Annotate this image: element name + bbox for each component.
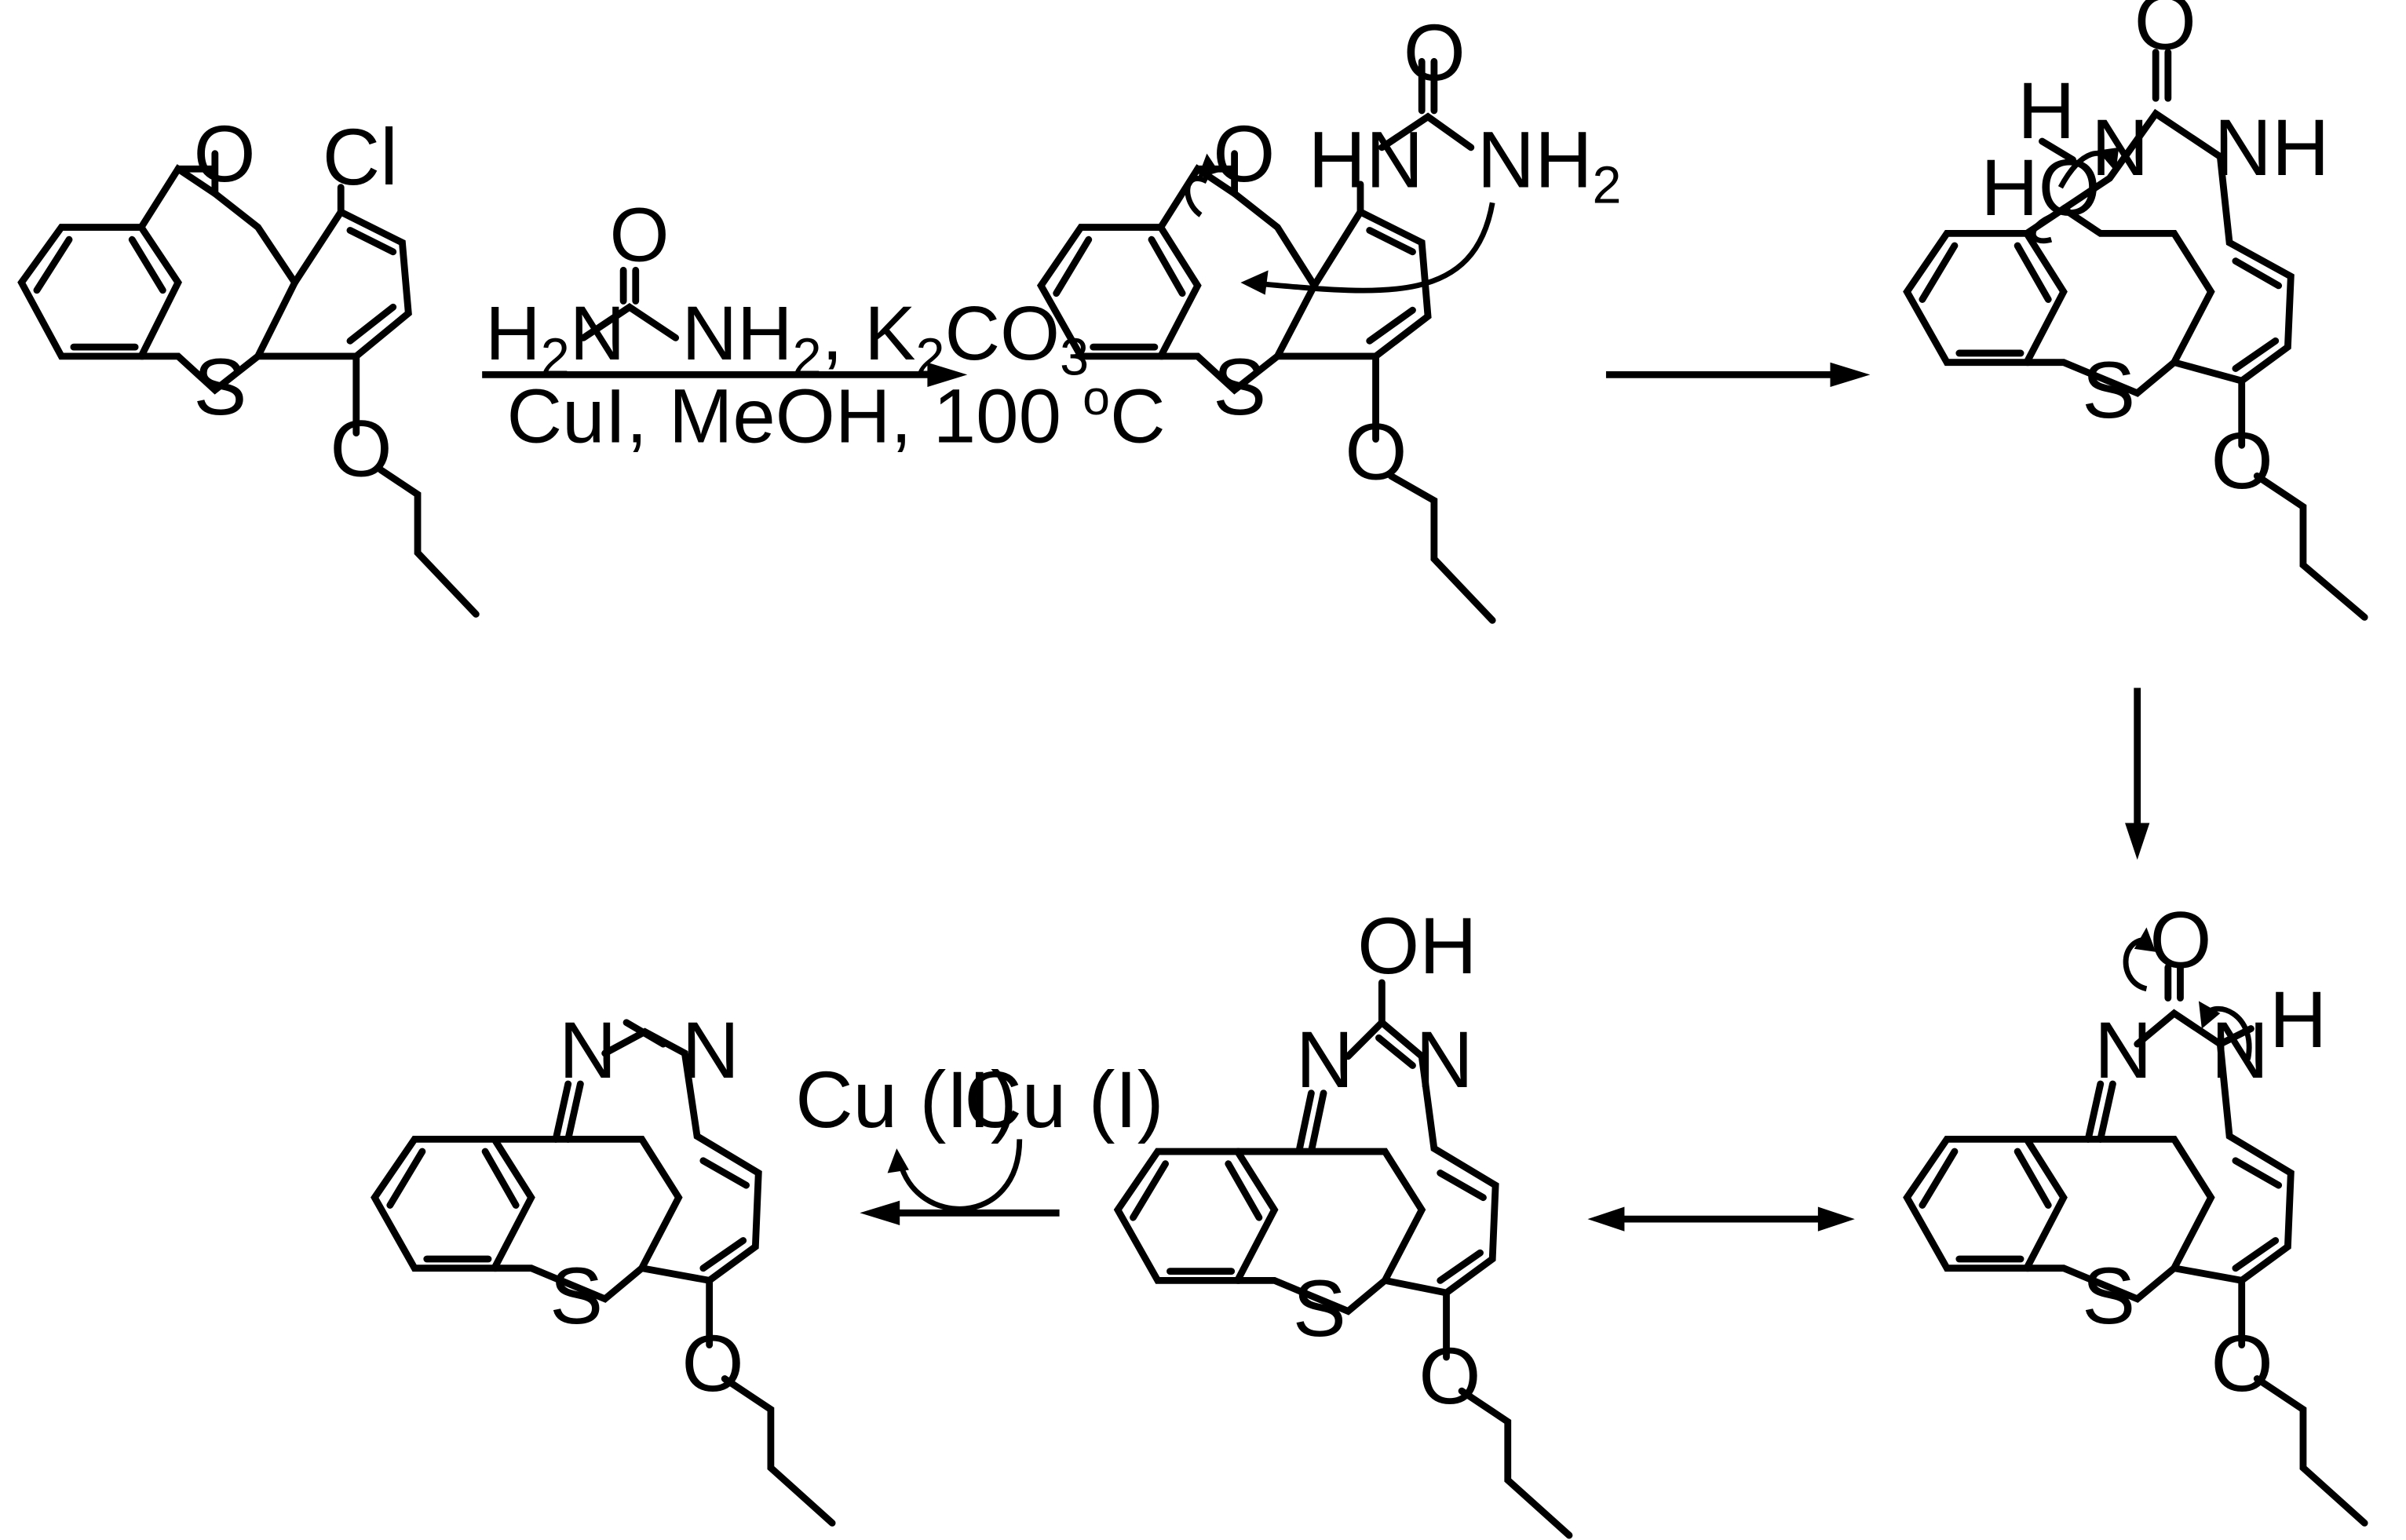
atom-S: S [2082,1251,2135,1341]
label-cu-i: Cu (I) [964,1055,1163,1144]
atom-O-carbonyl: O [2149,895,2211,984]
reagent-urea-nh2: NH2,K2CO3 [681,290,1089,387]
reaction-arrow-1: O H2N NH2,K2CO3 CuI, MeOH, 100 oC [482,192,1166,458]
atom-N-imine: N [2094,1005,2152,1095]
atom-OH: OH [1357,901,1477,991]
atom-Cl: Cl [323,112,398,202]
atom-O-ether: O [1345,407,1407,496]
structure-hemiaminal: O H N NH HO S O [1903,0,2368,621]
atom-NH: NH [2214,103,2330,192]
structure-starting-material: O Cl S O [17,109,480,618]
atom-N-left: N [559,1005,616,1095]
atom-O-ether: O [2211,1319,2273,1408]
reaction-arrow-2 [1605,362,1871,387]
atom-O-ether: O [2211,416,2273,505]
atom-S: S [1213,342,1266,432]
atom-O-ether: O [681,1319,743,1408]
structure-urea-adduct: O HN O NH2 S O [1036,8,1622,624]
atom-S: S [2082,345,2135,435]
reaction-arrow-cu: Cu (II) Cu (I) [795,1055,1164,1225]
reaction-conditions: CuI, MeOH, 100 oC [506,370,1165,458]
atom-O-ether: O [330,403,392,493]
resonance-arrow [1587,1206,1855,1232]
atom-N-right: N [1415,1015,1473,1104]
atom-S: S [1293,1264,1346,1353]
atom-HN: HN [1308,115,1423,205]
label-cu-ii: Cu (II) [795,1055,1017,1144]
structure-final-product: N N S O [371,1005,836,1527]
atom-O-carbonyl: O [1213,109,1275,199]
reagent-urea: H2N [485,290,625,387]
atom-O-carbonyl: O [193,109,255,199]
atom-S: S [549,1251,603,1341]
structure-enol-tautomer: OH N N S O [1113,901,1573,1539]
atom-NH2: NH2 [1477,115,1622,215]
atom-O-urea: O [1404,8,1466,97]
atom-O-ether: O [1418,1331,1480,1421]
atom-N-right: N [681,1005,739,1095]
atom-H: H [2269,975,2327,1064]
atom-O-urea: O [2134,0,2196,67]
atom-N: N [2091,103,2149,192]
atom-N-left: N [1296,1015,1353,1104]
structure-keto-tautomer: O N N H S O [1903,895,2368,1527]
urea-O-label: O [610,192,670,278]
atom-S: S [193,342,246,432]
reaction-arrow-3 [2125,688,2150,860]
